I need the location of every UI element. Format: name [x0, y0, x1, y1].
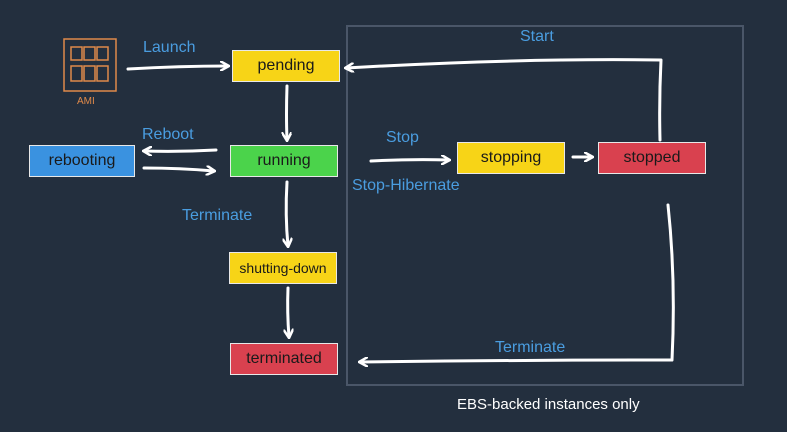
label-stop: Stop — [386, 129, 419, 146]
arrow-terminate-left — [286, 180, 288, 246]
arrow-shutting-terminated — [288, 286, 289, 337]
label-launch: Launch — [143, 39, 196, 56]
label-terminate-left: Terminate — [182, 207, 253, 224]
label-start: Start — [520, 28, 554, 45]
state-stopped: stopped — [598, 142, 706, 174]
state-shutting-down: shutting-down — [229, 252, 337, 284]
state-terminated: terminated — [230, 343, 338, 375]
label-terminate-right: Terminate — [495, 339, 566, 356]
arrow-stop — [369, 160, 449, 161]
ami-label: AMI — [77, 96, 95, 107]
arrow-pending-running — [287, 84, 288, 140]
arrow-launch — [126, 66, 228, 69]
label-reboot: Reboot — [142, 126, 194, 143]
arrow-reboot-out — [144, 150, 218, 151]
arrow-reboot-back — [142, 168, 214, 171]
state-running: running — [230, 145, 338, 177]
ebs-backed-region — [346, 25, 744, 386]
arrow-terminate-right — [360, 203, 675, 362]
label-stop-hibernate: Stop-Hibernate — [352, 177, 460, 194]
ami-icon — [63, 38, 117, 92]
arrow-start — [346, 58, 663, 142]
ebs-caption: EBS-backed instances only — [457, 396, 640, 413]
state-pending: pending — [232, 50, 340, 82]
state-rebooting: rebooting — [29, 145, 135, 177]
state-stopping: stopping — [457, 142, 565, 174]
